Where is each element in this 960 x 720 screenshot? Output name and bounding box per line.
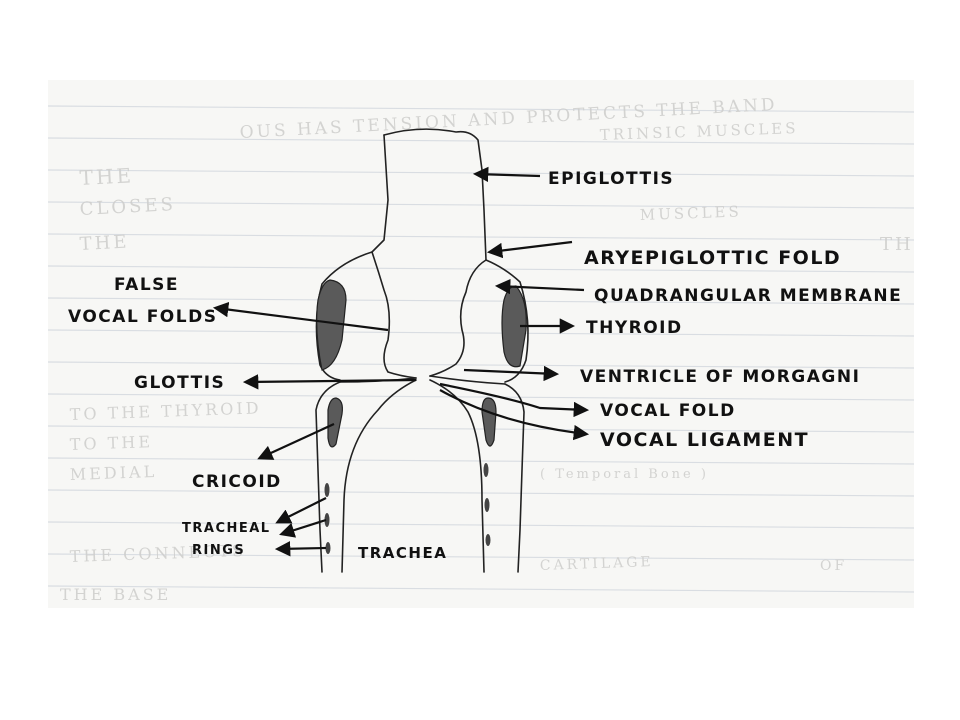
svg-text:THE: THE bbox=[79, 231, 130, 255]
svg-text:MUSCLES: MUSCLES bbox=[640, 202, 743, 224]
glottis-arrow bbox=[242, 374, 417, 390]
svg-text:THE BASE: THE BASE bbox=[60, 585, 171, 604]
tracheal-rings-arrow-1 bbox=[275, 497, 327, 524]
label-false-vocal-folds-line1: FALSE bbox=[114, 275, 179, 295]
right-lower-wall bbox=[504, 383, 525, 573]
cricoid-arrow bbox=[257, 423, 335, 460]
epiglottis-outline bbox=[383, 128, 487, 261]
left-inner-wall bbox=[371, 251, 417, 379]
larynx-outline bbox=[315, 128, 529, 573]
vocal-ligament-arrow bbox=[439, 389, 590, 441]
svg-text:TO THE THYROID: TO THE THYROID bbox=[69, 398, 261, 424]
label-ventricle-of-morgagni: VENTRICLE OF MORGAGNI bbox=[580, 367, 860, 387]
right-lumen-wall bbox=[429, 379, 485, 573]
shaded-cartilages bbox=[316, 279, 527, 448]
right-arytenoid bbox=[481, 397, 497, 447]
svg-text:CLOSES: CLOSES bbox=[79, 194, 176, 220]
epiglottis-left-edge bbox=[371, 134, 389, 253]
annotation-arrows bbox=[212, 166, 590, 557]
ventricle-arrow bbox=[463, 365, 560, 382]
label-trachea: TRACHEA bbox=[358, 544, 447, 562]
svg-text:THE: THE bbox=[79, 163, 135, 190]
tracheal-rings-arrow-2 bbox=[279, 518, 327, 538]
label-quadrangular-membrane: QUADRANGULAR MEMBRANE bbox=[594, 286, 902, 306]
svg-text:THE: THE bbox=[880, 234, 914, 255]
label-epiglottis: EPIGLOTTIS bbox=[548, 169, 674, 189]
label-glottis: GLOTTIS bbox=[134, 373, 225, 393]
label-vocal-fold: VOCAL FOLD bbox=[600, 401, 736, 421]
label-aryepiglottic-fold: ARYEPIGLOTTIC FOLD bbox=[584, 247, 841, 269]
right-inner-wall bbox=[429, 259, 487, 377]
left-thyroid-cartilage bbox=[316, 279, 347, 371]
right-outer-wall bbox=[485, 259, 529, 383]
label-false-vocal-folds-line2: VOCAL FOLDS bbox=[68, 307, 217, 327]
tracheal-rings-marks bbox=[324, 463, 491, 554]
epiglottis-arrow bbox=[472, 166, 541, 183]
tracheal-rings-arrow-3 bbox=[274, 541, 327, 557]
aryepiglottic-fold-arrow bbox=[486, 240, 573, 259]
label-thyroid: THYROID bbox=[586, 318, 683, 338]
label-cricoid: CRICOID bbox=[192, 472, 282, 492]
vocal-fold-arrow bbox=[439, 382, 590, 418]
diagram-labels: EPIGLOTTIS ARYEPIGLOTTIC FOLD QUADRANGUL… bbox=[68, 169, 902, 562]
false-vocal-folds-arrow bbox=[212, 301, 389, 332]
svg-text:CARTILAGE: CARTILAGE bbox=[540, 554, 654, 574]
quadrangular-membrane-arrow bbox=[494, 278, 585, 295]
label-vocal-ligament: VOCAL LIGAMENT bbox=[600, 429, 809, 451]
larynx-diagram: OUS HAS TENSION AND PROTECTS THE BAND TR… bbox=[48, 95, 914, 604]
left-arytenoid bbox=[327, 397, 343, 448]
left-lower-wall bbox=[315, 381, 341, 573]
ruled-lines bbox=[48, 105, 914, 593]
svg-text:( Temporal Bone ): ( Temporal Bone ) bbox=[540, 467, 709, 482]
notebook-paper: OUS HAS TENSION AND PROTECTS THE BAND TR… bbox=[48, 80, 914, 608]
label-tracheal-rings-line2: RINGS bbox=[192, 543, 245, 558]
svg-text:TRINSIC MUSCLES: TRINSIC MUSCLES bbox=[600, 119, 799, 144]
svg-text:TO THE: TO THE bbox=[69, 432, 153, 454]
label-tracheal-rings-line1: TRACHEAL bbox=[182, 521, 271, 536]
svg-text:OF: OF bbox=[820, 558, 847, 574]
svg-text:MEDIAL: MEDIAL bbox=[69, 462, 157, 484]
left-lumen-wall bbox=[341, 379, 417, 573]
